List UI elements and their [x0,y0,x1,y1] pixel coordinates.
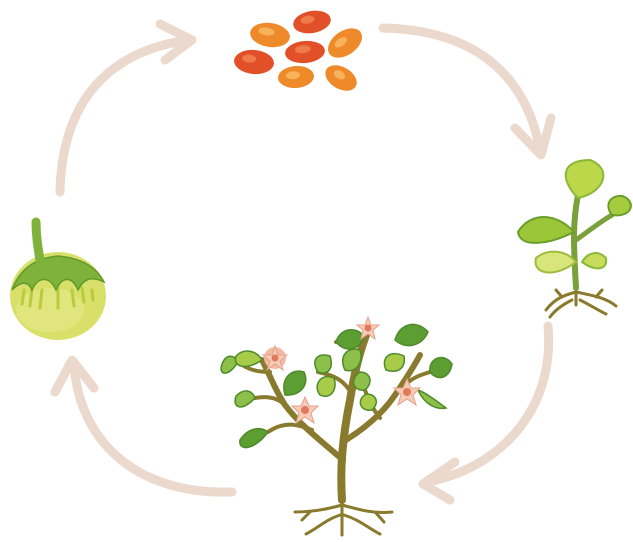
arrow-seedling-to-flowering-icon [423,326,549,500]
arrow-fruit-to-seeds-icon [60,24,192,192]
flowering-plant-icon [221,317,452,535]
seeds-icon [233,8,367,96]
arrow-seeds-to-seedling-icon [383,28,551,155]
arrow-flowering-to-fruit-icon [55,360,232,492]
fruit-icon [10,222,106,340]
seedling-icon [518,160,631,317]
